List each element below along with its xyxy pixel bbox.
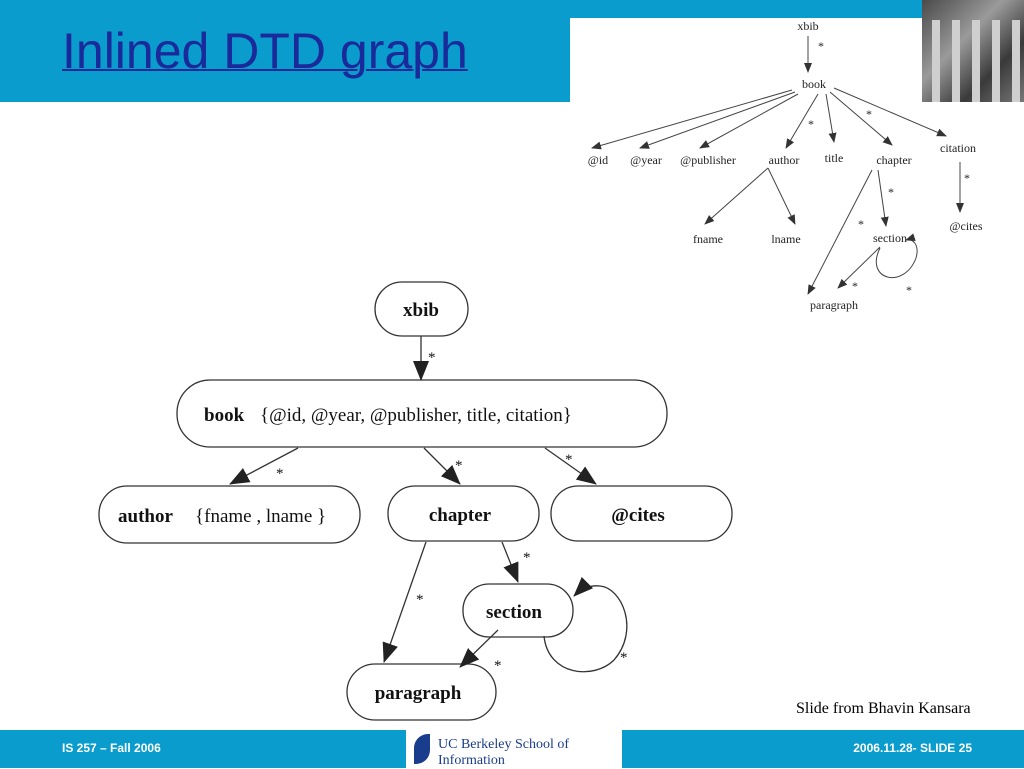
node-paragraph-label: paragraph (375, 683, 462, 704)
slide-number: 2006.11.28- SLIDE 25 (853, 741, 972, 755)
edge-section-self (875, 233, 918, 278)
small-star-section-self: * (906, 283, 912, 297)
edge-book-title (825, 93, 837, 143)
star-section-self: * (620, 650, 628, 666)
star-section-paragraph: * (494, 658, 502, 674)
star-book-cites: * (565, 452, 573, 468)
edge-book-id (591, 89, 793, 150)
small-node-cites: @cites (949, 219, 982, 233)
edge-section-self (543, 576, 628, 673)
edge-chapter-paragraph (807, 169, 873, 295)
slide-title: Inlined DTD graph (62, 23, 468, 79)
small-node-paragraph: paragraph (810, 298, 858, 312)
inlined-dtd-graph: xbib book {@id, @year, @publisher, title… (98, 281, 733, 721)
node-section (462, 583, 574, 638)
small-star-author: * (808, 117, 814, 131)
node-author-attrs: {fname , lname } (195, 506, 326, 527)
edge-book-author (785, 93, 819, 149)
star-chapter-section: * (523, 550, 531, 566)
node-book-name: book (204, 405, 245, 426)
course-label: IS 257 – Fall 2006 (62, 741, 161, 755)
edge-book-year (639, 91, 796, 149)
edge-book-author (229, 447, 299, 485)
small-star-section-paragraph: * (852, 279, 858, 293)
small-node-lname: lname (771, 232, 800, 246)
node-author (98, 485, 361, 544)
node-xbib-label: xbib (403, 300, 439, 321)
small-dtd-graph: xbib book @id @year @publisher author ti… (588, 19, 983, 312)
node-chapter (387, 485, 540, 542)
node-cites-label: @cites (611, 505, 665, 526)
small-node-id: @id (588, 153, 608, 167)
star-chapter-paragraph: * (416, 592, 424, 608)
edge-author-lname (767, 167, 796, 225)
star-xbib-book: * (428, 350, 436, 366)
node-chapter-label: chapter (429, 505, 492, 526)
small-node-citation: citation (940, 141, 976, 155)
small-node-chapter: chapter (876, 153, 911, 167)
star-book-author: * (276, 466, 284, 482)
node-paragraph (346, 663, 497, 721)
edge-chapter-paragraph (382, 541, 427, 663)
edge-section-paragraph (459, 629, 499, 668)
slide-credit: Slide from Bhavin Kansara (796, 700, 971, 717)
edge-book-citation (833, 87, 947, 137)
small-star-chapter: * (866, 107, 872, 121)
edge-chapter-section (501, 541, 519, 583)
small-node-publisher: @publisher (680, 153, 736, 167)
small-node-title: title (825, 151, 844, 165)
logo-text: UC Berkeley School of Information (438, 737, 570, 768)
berkeley-logo: UC Berkeley School of Information (406, 730, 622, 768)
small-node-author: author (769, 153, 800, 167)
edge-book-cites (544, 447, 597, 485)
small-node-book: book (802, 77, 826, 91)
edge-chapter-section (877, 169, 889, 227)
edge-book-chapter (423, 447, 461, 485)
small-node-section: section (873, 231, 907, 245)
small-star-xbib-book: * (818, 39, 824, 53)
logo-mark-icon (414, 734, 430, 764)
edge-book-chapter (829, 91, 893, 146)
edge-section-paragraph (837, 246, 881, 289)
small-node-fname: fname (693, 232, 723, 246)
small-star-chapter-paragraph: * (858, 217, 864, 231)
star-book-chapter: * (455, 458, 463, 474)
small-node-xbib: xbib (797, 19, 818, 33)
node-book-attrs: {@id, @year, @publisher, title, citation… (260, 405, 572, 426)
campus-photo (922, 0, 1024, 102)
edge-author-fname (704, 167, 769, 225)
node-cites (550, 485, 733, 542)
small-star-citation: * (964, 171, 970, 185)
edge-book-publisher (699, 93, 799, 149)
small-star-section: * (888, 185, 894, 199)
node-section-label: section (486, 602, 542, 623)
node-author-name: author (118, 506, 173, 527)
small-node-year: @year (630, 153, 662, 167)
